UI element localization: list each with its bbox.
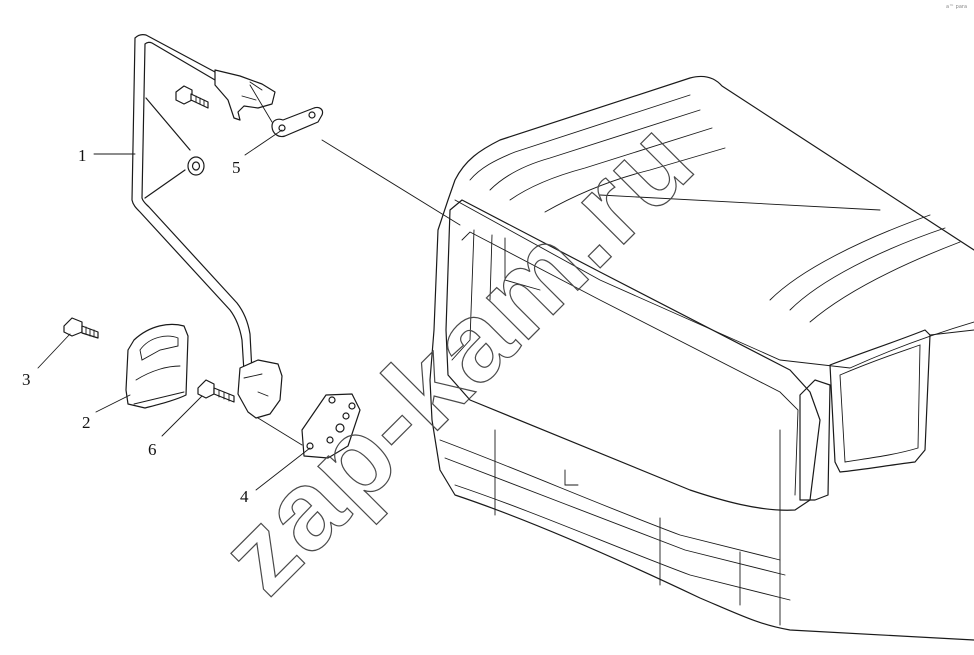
- assembly-lines: [249, 84, 461, 446]
- svg-text:1: 1: [78, 146, 87, 165]
- bolt-3: [63, 317, 99, 339]
- callout-1: 1: [78, 146, 136, 165]
- callout-2: 2: [82, 394, 131, 432]
- svg-text:2: 2: [82, 413, 91, 432]
- washer: [187, 156, 205, 176]
- link-plate: [271, 106, 324, 138]
- watermark-text: zap-kam.ru: [197, 96, 718, 617]
- callout-3: 3: [22, 333, 71, 389]
- mounting-plate: [301, 393, 361, 459]
- mirror-bracket: [131, 34, 283, 419]
- svg-text:5: 5: [232, 158, 241, 177]
- bolt-6: [197, 379, 235, 403]
- callout-6: 6: [148, 395, 203, 459]
- callout-5: 5: [232, 129, 283, 177]
- svg-text:4: 4: [240, 487, 249, 506]
- corner-mark: a™ para: [946, 4, 967, 10]
- svg-text:3: 3: [22, 370, 31, 389]
- mirror-head: [125, 323, 189, 409]
- svg-text:6: 6: [148, 440, 157, 459]
- callout-4: 4: [240, 447, 311, 506]
- truck-cab: [429, 75, 974, 641]
- upper-bolt: [175, 85, 209, 109]
